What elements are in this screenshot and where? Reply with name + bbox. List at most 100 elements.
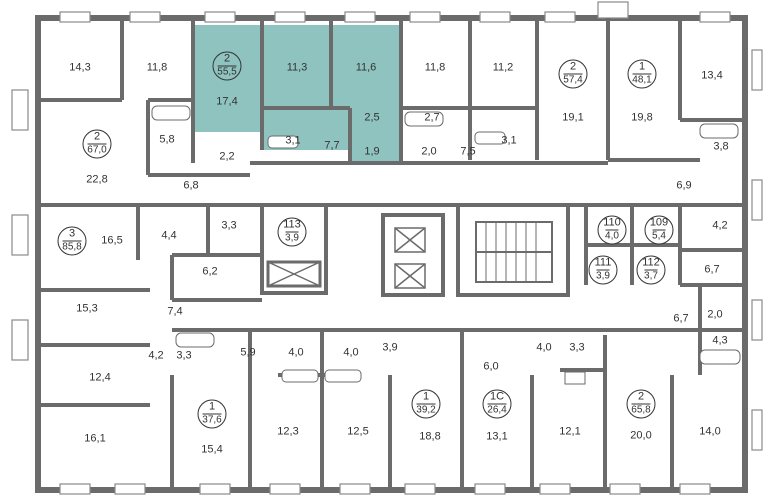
- apartment-rooms: 1: [422, 390, 430, 403]
- storage-number: 111: [594, 256, 612, 269]
- room-area: 14,0: [699, 425, 721, 438]
- storage-number: 112: [642, 256, 660, 269]
- room-area: 6,8: [183, 179, 199, 192]
- room-area: 4,2: [712, 219, 728, 232]
- storage-badge[interactable]: 110 4,0: [597, 215, 627, 245]
- room-area: 3,1: [285, 134, 301, 147]
- apartment-badge[interactable]: 1 39,2: [411, 389, 441, 419]
- room-area: 2,5: [364, 111, 380, 124]
- room-area: 12,5: [347, 425, 369, 438]
- room-area: 11,6: [355, 61, 377, 74]
- storage-badge[interactable]: 109 5,4: [644, 215, 674, 245]
- apartment-area: 65,8: [631, 403, 651, 416]
- elevator-shafts: [266, 227, 426, 289]
- room-area: 11,2: [492, 61, 514, 74]
- room-area: 11,3: [286, 61, 308, 74]
- room-area: 16,1: [84, 432, 106, 445]
- apartment-area: 26,4: [487, 403, 507, 416]
- storage-number: 109: [649, 216, 669, 229]
- room-area: 15,4: [201, 443, 223, 456]
- apartment-badge[interactable]: 2 57,4: [558, 59, 588, 89]
- room-area: 13,1: [486, 430, 508, 443]
- room-area: 16,5: [101, 234, 123, 247]
- apartment-rooms: 2: [637, 390, 645, 403]
- room-area: 20,0: [630, 429, 652, 442]
- bathroom-fixtures: [151, 105, 741, 385]
- room-area: 3,9: [382, 341, 398, 354]
- room-area: 6,7: [673, 312, 689, 325]
- apartment-rooms: 2: [93, 130, 101, 143]
- room-area: 15,3: [76, 302, 98, 315]
- apartment-badge[interactable]: 3 85,8: [57, 226, 87, 256]
- apartment-area: 55,5: [217, 65, 237, 78]
- windows: [11, 1, 763, 495]
- apartment-badge[interactable]: 2 67,0: [82, 129, 112, 159]
- room-area: 3,3: [221, 219, 237, 232]
- apartment-badge[interactable]: 1 48,1: [627, 59, 657, 89]
- apartment-area: 37,6: [202, 413, 222, 426]
- apartment-rooms: 1С: [489, 390, 505, 403]
- room-area: 2,0: [421, 145, 437, 158]
- apartment-badge[interactable]: 1 37,6: [197, 399, 227, 429]
- storage-area: 4,0: [605, 229, 619, 242]
- room-area: 7,5: [460, 145, 476, 158]
- room-area: 6,2: [202, 265, 218, 278]
- apartment-rooms: 2: [223, 52, 231, 65]
- room-area: 4,0: [343, 346, 359, 359]
- room-area: 3,8: [713, 140, 729, 153]
- room-area: 5,9: [240, 346, 256, 359]
- room-area: 13,4: [701, 69, 723, 82]
- room-area: 12,1: [559, 425, 581, 438]
- apartment-area: 67,0: [87, 143, 107, 156]
- storage-number: 110: [603, 216, 621, 229]
- room-area: 3,3: [569, 341, 585, 354]
- room-area: 2,2: [219, 150, 235, 163]
- room-area: 6,7: [704, 263, 720, 276]
- room-area: 3,3: [176, 349, 192, 362]
- apartment-badge[interactable]: 1С 26,4: [482, 389, 512, 419]
- storage-badge[interactable]: 113 3,9: [277, 217, 307, 247]
- room-area: 4,0: [288, 346, 304, 359]
- room-area: 7,7: [324, 139, 340, 152]
- room-area: 19,8: [631, 111, 653, 124]
- room-area: 4,4: [161, 229, 177, 242]
- storage-area: 5,4: [652, 229, 666, 242]
- room-area: 4,2: [148, 349, 164, 362]
- staircase: [475, 221, 553, 283]
- apartment-badge-selected[interactable]: 2 55,5: [212, 51, 242, 81]
- room-area: 14,3: [69, 61, 91, 74]
- apartment-area: 39,2: [416, 403, 436, 416]
- apartment-rooms: 2: [569, 60, 577, 73]
- room-area: 17,4: [216, 95, 238, 108]
- room-area: 5,8: [159, 133, 175, 146]
- apartment-badge[interactable]: 2 65,8: [626, 389, 656, 419]
- room-area: 19,1: [562, 111, 584, 124]
- apartment-area: 48,1: [632, 73, 652, 86]
- room-area: 1,9: [364, 145, 380, 158]
- storage-area: 3,9: [285, 231, 299, 244]
- storage-area: 3,7: [644, 269, 658, 282]
- room-area: 22,8: [86, 173, 108, 186]
- room-area: 7,4: [167, 305, 183, 318]
- room-area: 6,0: [483, 360, 499, 373]
- storage-number: 113: [283, 218, 301, 231]
- interior-walls: [38, 18, 745, 490]
- storage-badge[interactable]: 112 3,7: [636, 255, 666, 285]
- room-area: 2,0: [707, 308, 723, 321]
- room-area: 12,3: [277, 425, 299, 438]
- room-area: 3,1: [501, 134, 517, 147]
- apartment-rooms: 1: [638, 60, 646, 73]
- room-area: 6,9: [676, 179, 692, 192]
- apartment-rooms: 3: [68, 227, 76, 240]
- storage-area: 3,9: [596, 269, 610, 282]
- room-area: 11,8: [146, 61, 168, 74]
- room-area: 11,8: [424, 61, 446, 74]
- room-area: 4,0: [536, 341, 552, 354]
- apartment-area: 85,8: [62, 240, 82, 253]
- apartment-area: 57,4: [563, 73, 583, 86]
- room-area: 12,4: [89, 371, 111, 384]
- storage-badge[interactable]: 111 3,9: [588, 255, 618, 285]
- room-area: 4,3: [712, 334, 728, 347]
- room-area: 2,7: [424, 111, 440, 124]
